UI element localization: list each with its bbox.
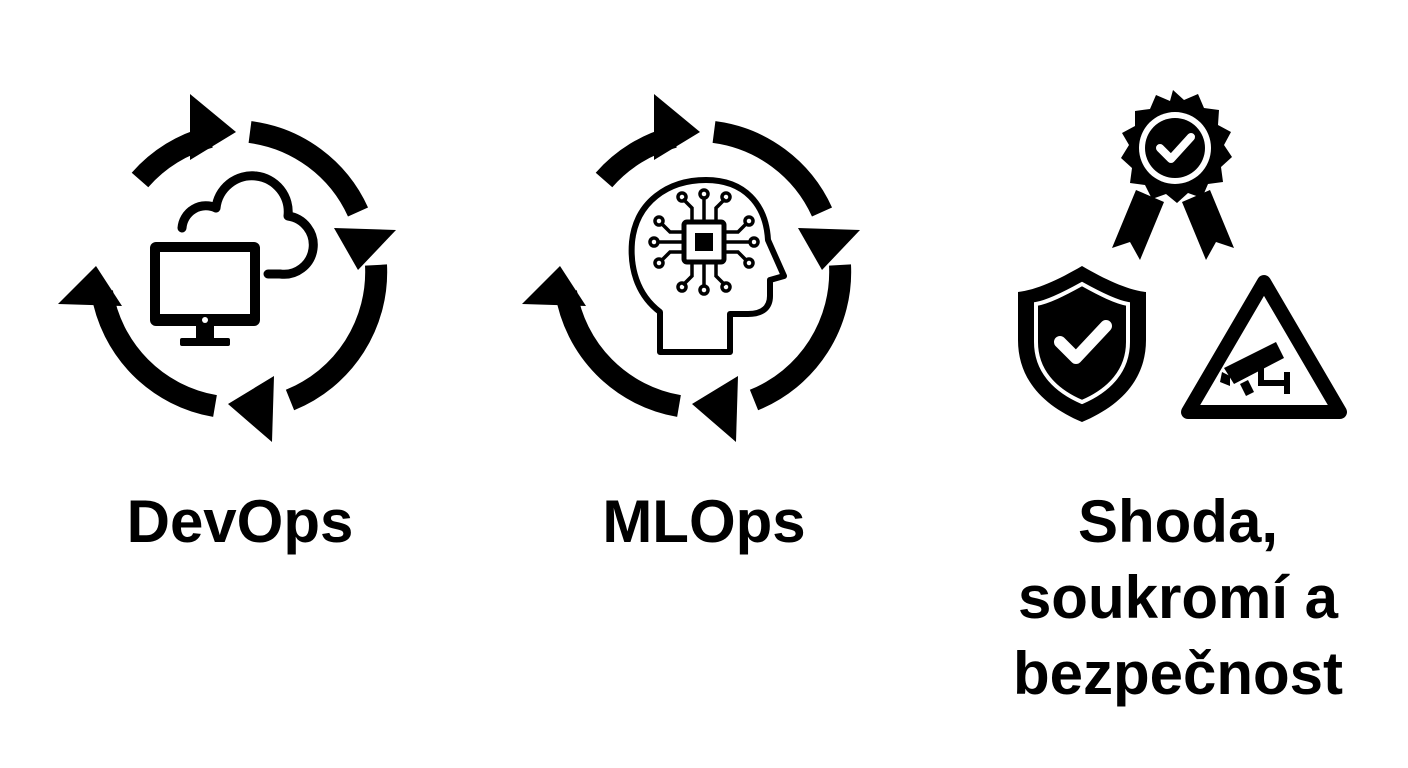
shield-check-icon <box>1018 266 1146 422</box>
security-svg <box>1018 90 1347 422</box>
devops-label-line-1: DevOps <box>126 488 354 555</box>
mlops-label: MLOps <box>504 484 904 560</box>
chip-icon <box>648 188 760 296</box>
award-badge-icon <box>1112 90 1234 260</box>
security-label: Shoda, soukromí a bezpečnost <box>978 484 1378 712</box>
devops-column: DevOps <box>40 0 440 768</box>
security-label-line-2: soukromí a <box>1017 564 1339 631</box>
monitor-icon <box>150 242 260 346</box>
cycle-arrowheads <box>522 94 860 442</box>
security-label-line-3: bezpečnost <box>1012 640 1344 707</box>
cycle-arrowheads <box>58 94 396 442</box>
mlops-column: MLOps <box>504 0 904 768</box>
mlops-illustration <box>504 80 904 460</box>
cctv-warning-icon <box>1181 275 1347 419</box>
mlops-svg <box>522 94 860 442</box>
cloud-icon <box>177 171 318 279</box>
devops-svg <box>58 94 396 442</box>
security-illustration <box>978 80 1378 460</box>
mlops-label-line-1: MLOps <box>602 488 806 555</box>
head-icon <box>628 177 787 355</box>
devops-illustration <box>40 80 440 460</box>
security-label-line-1: Shoda, <box>1077 488 1278 555</box>
security-column: Shoda, soukromí a bezpečnost <box>978 0 1378 768</box>
devops-label: DevOps <box>40 484 440 560</box>
